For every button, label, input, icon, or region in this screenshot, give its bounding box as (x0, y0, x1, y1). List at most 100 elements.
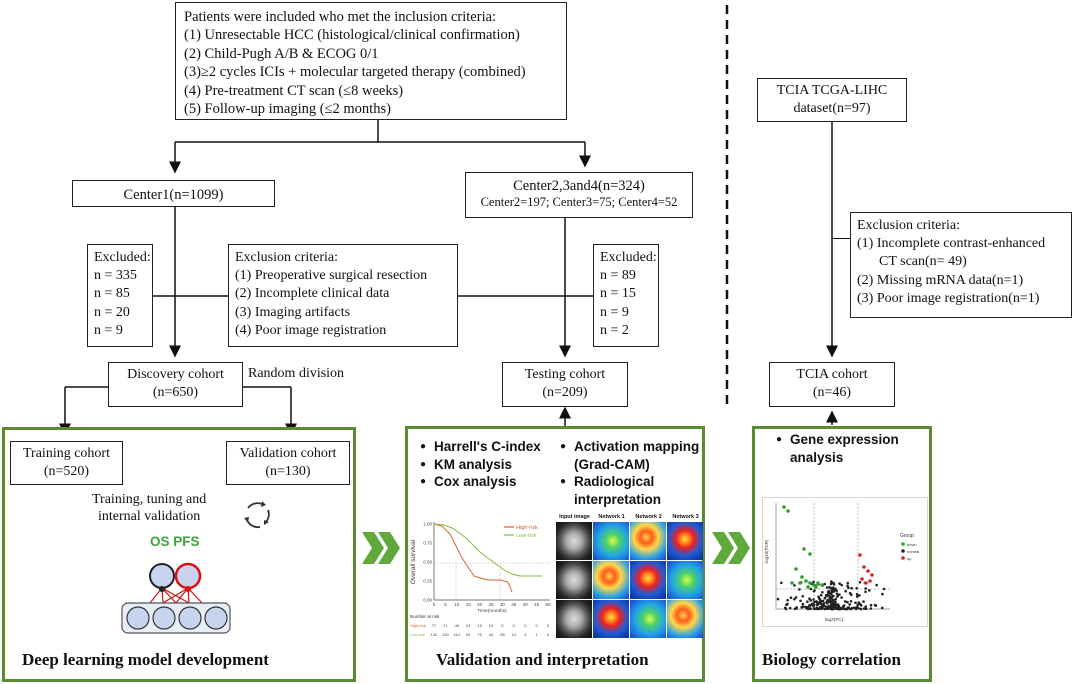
volcano-point-normal (793, 597, 796, 601)
center234-sub: Center2=197; Center3=75; Center4=52 (480, 195, 678, 210)
volcano-point-normal (864, 590, 867, 594)
gradcam-heatmap (667, 600, 703, 638)
volcano-point-normal (801, 595, 804, 598)
training-cohort-box: Training cohort (n=520) (10, 441, 123, 485)
volcano-point-down (790, 581, 794, 585)
volcano-point-normal (827, 605, 830, 608)
volcano-point-normal (806, 600, 809, 603)
volcano-point-normal (789, 596, 793, 599)
volcano-point-down (814, 585, 818, 589)
volcano-point-normal (846, 606, 850, 610)
km-x-tick: 15 (466, 602, 472, 607)
exclusion-item: (1) Preoperative surgical resection (235, 268, 428, 284)
discovery-label: Discovery cohort (127, 367, 224, 382)
volcano-point-normal (827, 598, 830, 602)
volcano-point-normal (780, 581, 783, 585)
volcano-point-normal (806, 607, 810, 611)
volcano-point-normal (812, 598, 815, 601)
volcano-point-normal (809, 587, 813, 591)
km-risk-label-high: High-risk (410, 623, 426, 628)
ct-input-image (556, 522, 592, 560)
km-risk-value: 94 (466, 632, 471, 637)
volcano-point-normal (813, 600, 816, 604)
volcano-plot: -log10(FDR) log2(FC) Group down normal u… (762, 497, 928, 627)
volcano-point-normal (834, 603, 837, 606)
km-y-tick: 0.25 (423, 579, 432, 584)
panel1-title: Deep learning model development (22, 650, 269, 669)
excluded-count: n = 85 (94, 286, 130, 302)
km-risk-value: 1 (535, 632, 538, 637)
km-legend-low: Low-risk (516, 533, 537, 539)
km-x-tick: 35 (511, 602, 517, 607)
volcano-point-normal (849, 600, 853, 603)
volcano-point-down (786, 509, 790, 513)
volcano-point-normal (826, 602, 829, 605)
volcano-point-normal (799, 599, 802, 603)
center234-title: Center2,3and4(n=324) (513, 178, 645, 194)
center1-label: Center1(n=1099) (123, 187, 224, 203)
volcano-point-down (816, 581, 820, 585)
km-risk-value: 75 (477, 632, 482, 637)
panel2-bullets-right: ● Activation mapping (Grad-CAM) ● Radiol… (560, 439, 700, 507)
tcia-dataset-box: TCIA TCGA-LIHC dataset(n=97) (757, 78, 907, 122)
gradcam-heatmap (630, 561, 666, 599)
volcano-point-down (800, 575, 804, 579)
volcano-point-normal (809, 607, 812, 611)
tcia-cohort-label: TCIA cohort (796, 367, 868, 382)
volcano-point-normal (825, 586, 829, 589)
panel3-title: Biology correlation (762, 650, 901, 669)
km-y-tick: 0.00 (423, 598, 432, 603)
excluded-count: n = 2 (600, 322, 629, 338)
volcano-point-normal (829, 582, 833, 586)
inclusion-item: (4) Pre-treatment CT scan (≤8 weeks) (184, 82, 404, 99)
bullet-item: analysis (790, 449, 844, 465)
volcano-point-normal (795, 606, 798, 609)
training-count: (n=520) (43, 463, 90, 479)
training-desc-line: internal validation (97, 508, 201, 524)
exclusion-item: (3) Imaging artifacts (235, 304, 351, 320)
km-risk-value: 71 (443, 623, 448, 628)
network-output-labels: OS PFS (150, 534, 200, 549)
volcano-point-normal (855, 595, 859, 598)
volcano-point-normal (804, 605, 807, 609)
km-x-tick: 0 (433, 602, 436, 607)
volcano-point-normal (819, 593, 823, 597)
volcano-point-normal (812, 607, 816, 610)
volcano-point-normal (776, 597, 780, 601)
km-risk-value: 46 (455, 623, 460, 628)
km-x-tick: 50 (545, 602, 551, 607)
exclusion-item: (3) Poor image registration(n=1) (857, 290, 1040, 306)
center234-box: Center2,3and4(n=324) Center2=197; Center… (465, 172, 693, 218)
bullet-item: Cox analysis (420, 473, 541, 491)
volcano-point-normal (786, 598, 789, 602)
volcano-point-down (806, 585, 810, 589)
volcano-point-normal (834, 597, 837, 601)
panel3-bullets: ● Gene expression analysis (776, 432, 899, 465)
volcano-point-normal (869, 607, 873, 610)
exclusion-title: Exclusion criteria: (235, 250, 339, 265)
volcano-point-normal (812, 580, 815, 584)
panel2-title: Validation and interpretation (436, 650, 649, 669)
random-division-label: Random division (248, 366, 345, 381)
volcano-point-normal (856, 603, 859, 607)
exclusion-criteria-box: Exclusion criteria: (1) Preoperative sur… (228, 244, 458, 347)
volcano-point-normal (862, 607, 866, 610)
volcano-point-normal (855, 587, 858, 590)
gradcam-heatmap (630, 600, 666, 638)
testing-label: Testing cohort (524, 367, 606, 382)
km-risk-value: 44 (489, 632, 494, 637)
km-risk-value: 132 (431, 632, 438, 637)
bullet-item: (Grad-CAM) (574, 456, 650, 472)
volcano-point-normal (821, 599, 825, 603)
km-x-tick: 45 (534, 602, 540, 607)
validation-count: (n=130) (265, 463, 311, 479)
km-risk-value: 0 (547, 623, 550, 628)
volcano-point-down (794, 567, 798, 571)
km-y-tick: 0.75 (423, 541, 432, 546)
volcano-point-normal (844, 589, 847, 593)
gradcam-heatmap (630, 522, 666, 560)
km-risk-value: 16 (477, 623, 482, 628)
volcano-point-normal (808, 604, 812, 607)
volcano-point-normal (843, 600, 847, 603)
km-risk-value: 77 (432, 623, 437, 628)
